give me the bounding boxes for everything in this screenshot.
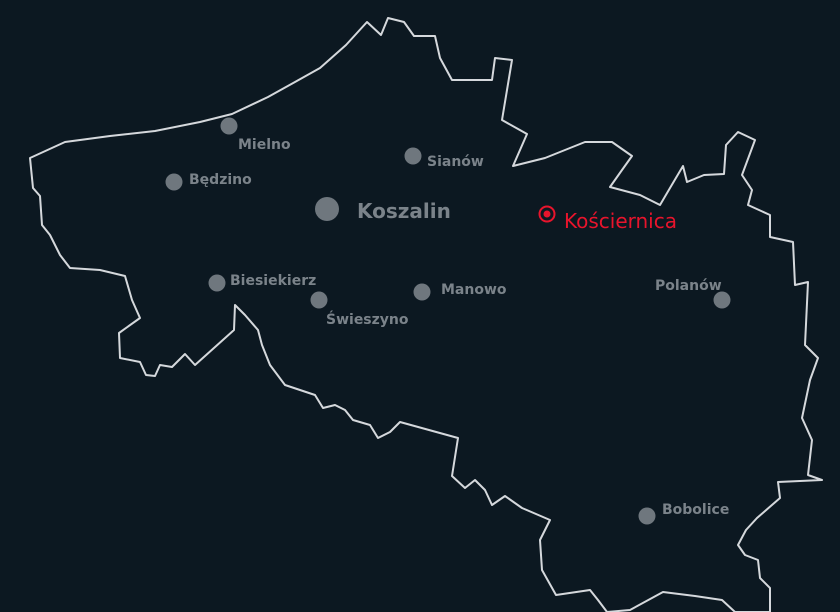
capital-dot (315, 197, 339, 221)
town-dot (404, 147, 422, 165)
town-dot (413, 283, 431, 301)
town-marker[interactable]: Bobolice (638, 502, 730, 525)
capital-label: Koszalin (357, 199, 451, 223)
town-dot (310, 291, 328, 309)
town-label: Polanów (655, 278, 722, 294)
town-label: Będzino (189, 172, 252, 188)
town-label: Manowo (441, 282, 507, 298)
town-label: Biesiekierz (230, 273, 316, 289)
highlight-label: Kościernica (564, 209, 677, 233)
town-marker[interactable]: Biesiekierz (208, 273, 317, 292)
town-label: Mielno (238, 137, 291, 153)
highlight-location[interactable]: Kościernica (538, 205, 678, 234)
town-label: Sianów (427, 154, 484, 170)
town-marker[interactable]: Sianów (404, 147, 484, 171)
target-marker-icon (538, 205, 556, 223)
capital-koszalin[interactable]: Koszalin (315, 197, 451, 223)
town-marker[interactable]: Mielno (220, 117, 291, 154)
town-dot (165, 173, 183, 191)
town-dot (638, 507, 656, 525)
town-marker[interactable]: Manowo (413, 282, 507, 301)
county-border (29, 17, 823, 612)
town-dot (220, 117, 238, 135)
town-marker[interactable]: Polanów (655, 278, 731, 309)
town-label: Bobolice (662, 502, 729, 518)
town-dot (713, 291, 731, 309)
town-marker[interactable]: Świeszyno (310, 291, 409, 329)
town-marker[interactable]: Będzino (165, 172, 253, 191)
town-dot (208, 274, 226, 292)
town-label: Świeszyno (326, 310, 409, 328)
